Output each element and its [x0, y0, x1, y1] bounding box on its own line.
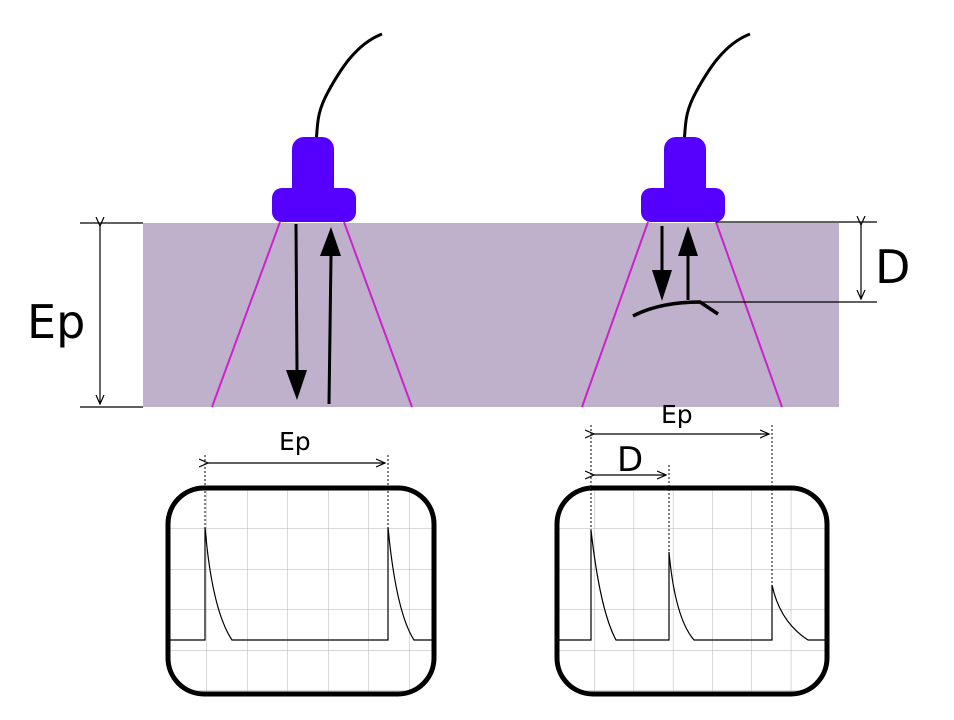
thickness-label-left: Ep — [27, 295, 85, 349]
probe-left — [272, 32, 383, 222]
depth-label-right: D — [875, 240, 910, 294]
scope-thickness-label-right: Ep — [661, 400, 693, 429]
beam-left — [211, 221, 413, 408]
material-block — [143, 223, 839, 407]
ascan-trace-left — [170, 526, 432, 641]
ultrasonic-probe-icon — [641, 137, 725, 222]
arrow-down-left — [286, 370, 307, 400]
beam-right — [581, 221, 783, 408]
oscilloscope-right — [554, 485, 830, 697]
echo-arrows-right — [652, 226, 698, 301]
probe-cable-right — [682, 32, 751, 143]
echo-arrows-left — [286, 223, 341, 405]
ultrasonic-probe-icon — [272, 137, 356, 222]
scope-depth-label-right: D — [617, 440, 643, 480]
depth-dimension-right — [700, 222, 877, 303]
arrow-up-left — [320, 227, 341, 256]
oscilloscope-left — [165, 485, 437, 697]
probe-right — [641, 32, 751, 222]
defect-crack-icon — [632, 300, 719, 318]
scope-thickness-label-left: Ep — [279, 427, 311, 456]
arrow-down-right — [652, 270, 672, 301]
probe-cable-left — [314, 32, 383, 143]
arrow-up-right — [678, 226, 698, 256]
ascan-trace-right — [559, 529, 825, 641]
thickness-dimension-left — [80, 223, 143, 408]
